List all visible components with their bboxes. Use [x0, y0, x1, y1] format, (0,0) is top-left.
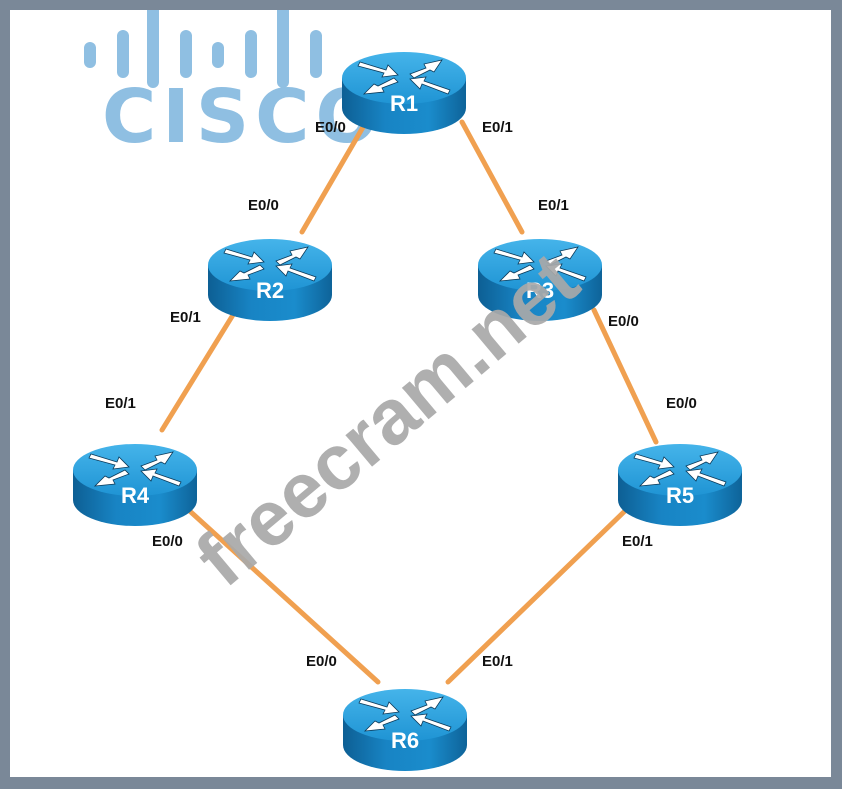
router-r6[interactable]: R6 [343, 689, 467, 771]
link-r2-r4 [159, 307, 239, 433]
cisco-logo-bars-icon [84, 10, 322, 88]
interface-label-r1: E0/0 [315, 119, 346, 136]
link-r1-r3 [459, 119, 525, 235]
interface-label-r2: E0/0 [248, 197, 279, 214]
router-label: R5 [666, 483, 694, 508]
link-r1-r2 [299, 119, 369, 235]
router-r1[interactable]: R1 [342, 52, 466, 134]
interface-label-r1: E0/1 [482, 119, 513, 136]
interface-label-r4: E0/0 [152, 533, 183, 550]
router-arrows-icon [358, 696, 452, 732]
router-r5[interactable]: R5 [618, 444, 742, 526]
interface-labels-layer: E0/0E0/0E0/1E0/1E0/1E0/1E0/0E0/0E0/0E0/0… [105, 119, 697, 670]
cisco-logo-text: CISCO [102, 74, 384, 160]
interface-label-r6: E0/1 [482, 653, 513, 670]
router-arrows-icon [357, 59, 451, 95]
interface-label-r5: E0/0 [666, 395, 697, 412]
link-r4-r6 [179, 501, 381, 685]
router-arrows-icon [493, 246, 587, 282]
router-label: R2 [256, 278, 284, 303]
interface-label-r6: E0/0 [306, 653, 337, 670]
cisco-logo: CISCO [84, 10, 384, 160]
router-label: R3 [526, 278, 554, 303]
router-label: R6 [391, 728, 419, 753]
router-label: R1 [390, 91, 418, 116]
router-r2[interactable]: R2 [208, 239, 332, 321]
router-arrows-icon [223, 246, 317, 282]
link-r3-r5 [591, 307, 659, 445]
link-r5-r6 [445, 505, 631, 685]
router-arrows-icon [633, 451, 727, 487]
links-layer [159, 119, 659, 685]
router-arrows-icon [88, 451, 182, 487]
interface-label-r4: E0/1 [105, 395, 136, 412]
interface-label-r2: E0/1 [170, 309, 201, 326]
interface-label-r3: E0/0 [608, 313, 639, 330]
router-label: R4 [121, 483, 150, 508]
router-r3[interactable]: R3 [478, 239, 602, 321]
interface-label-r3: E0/1 [538, 197, 569, 214]
router-r4[interactable]: R4 [73, 444, 197, 526]
interface-label-r5: E0/1 [622, 533, 653, 550]
